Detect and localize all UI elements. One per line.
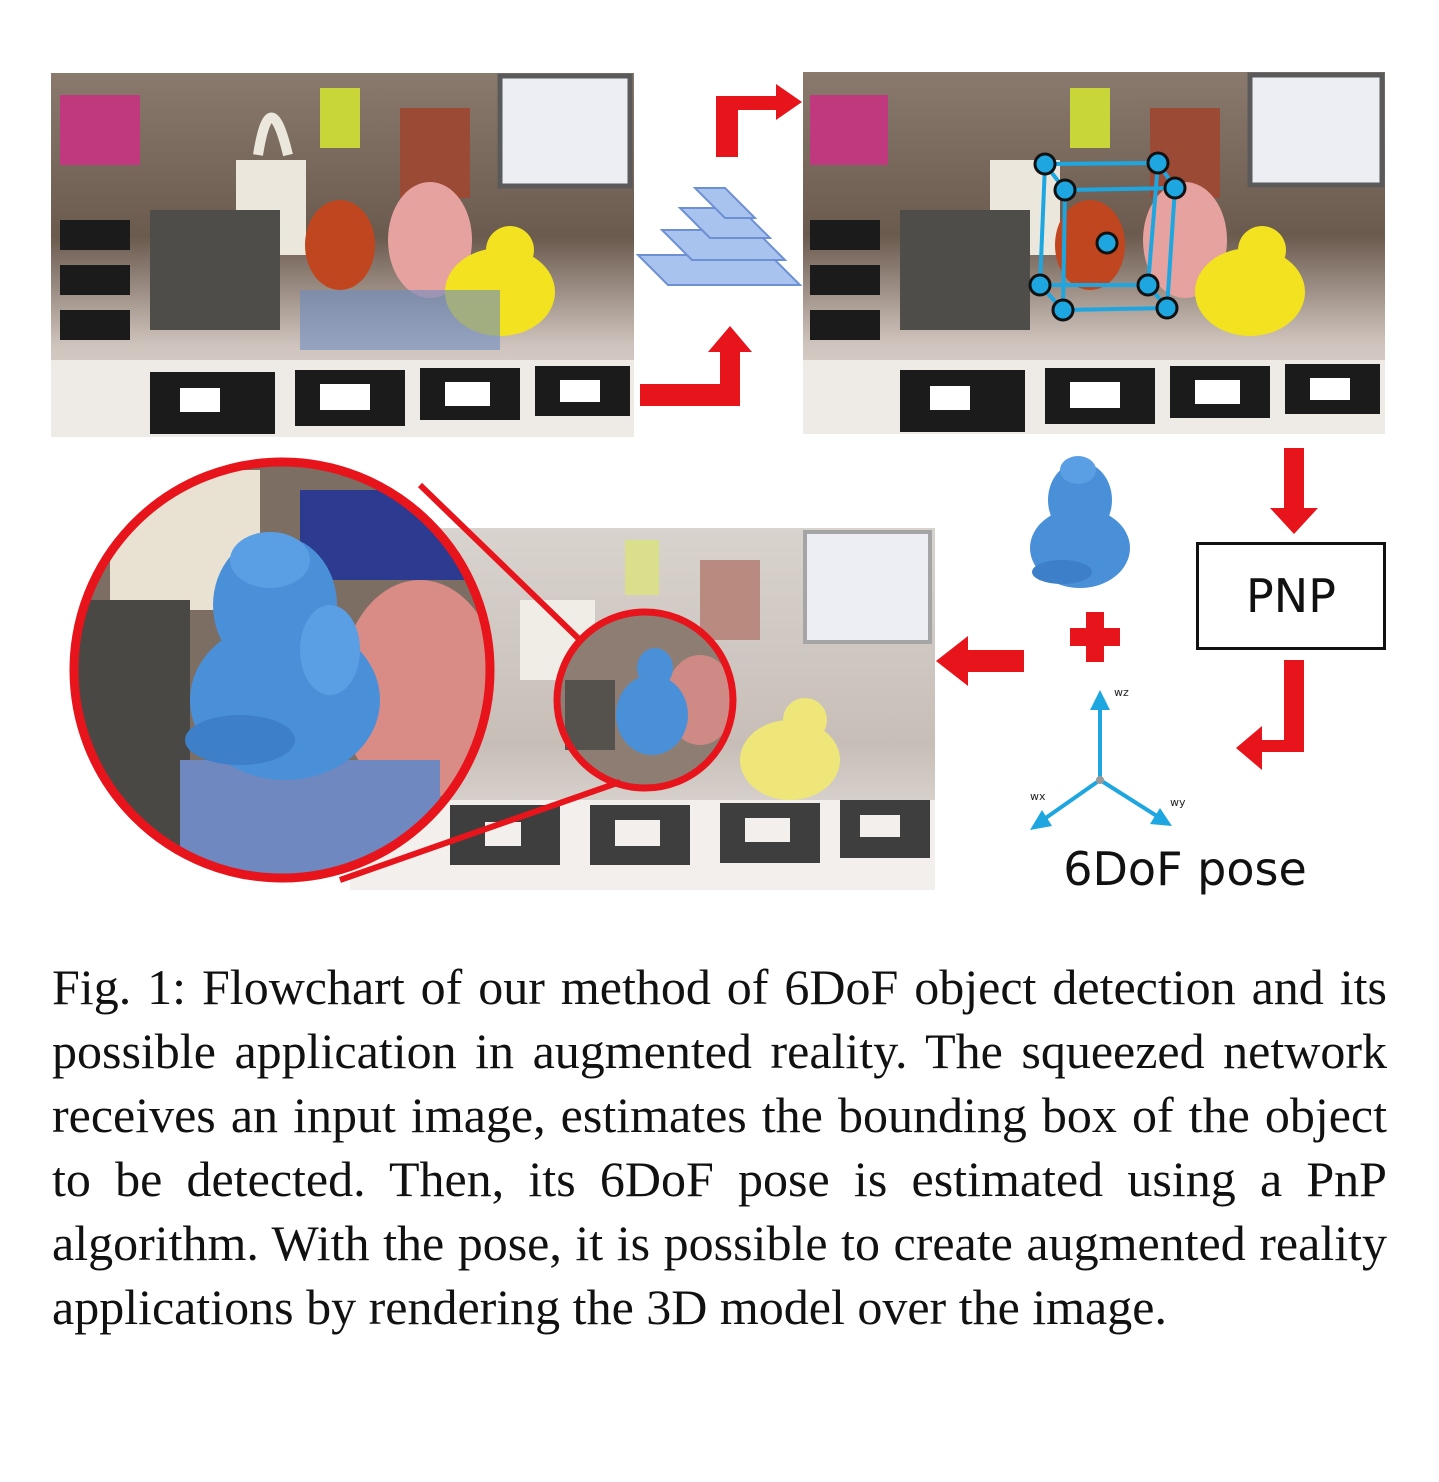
plus-icon xyxy=(1070,612,1120,662)
input-image xyxy=(51,73,634,437)
pose-label: 6DoF pose xyxy=(1063,842,1307,896)
network-icon xyxy=(635,187,803,286)
coordinate-axes-icon xyxy=(1030,690,1172,830)
axis-label-z: wz xyxy=(1114,686,1129,699)
axis-label-x: wx xyxy=(1030,790,1046,803)
pnp-box: PNP xyxy=(1196,542,1386,650)
bounding-box-keypoints xyxy=(1028,151,1187,322)
arrow-down-to-pnp xyxy=(1270,448,1318,534)
figure-caption: Fig. 1: Flowchart of our method of 6DoF … xyxy=(52,959,1387,1335)
arrow-right-up xyxy=(640,326,752,406)
detection-image xyxy=(803,72,1385,434)
zoom-connector xyxy=(339,482,621,883)
pnp-label: PNP xyxy=(1246,569,1336,623)
3d-model-icon xyxy=(1030,456,1130,588)
zoom-circle xyxy=(69,457,495,883)
figure: wz wx wy xyxy=(51,72,1385,890)
axis-label-y: wy xyxy=(1170,796,1186,809)
arrow-pnp-to-pose xyxy=(1236,660,1304,770)
arrow-up-right xyxy=(716,84,802,157)
arrow-left-to-ar xyxy=(936,636,1024,686)
